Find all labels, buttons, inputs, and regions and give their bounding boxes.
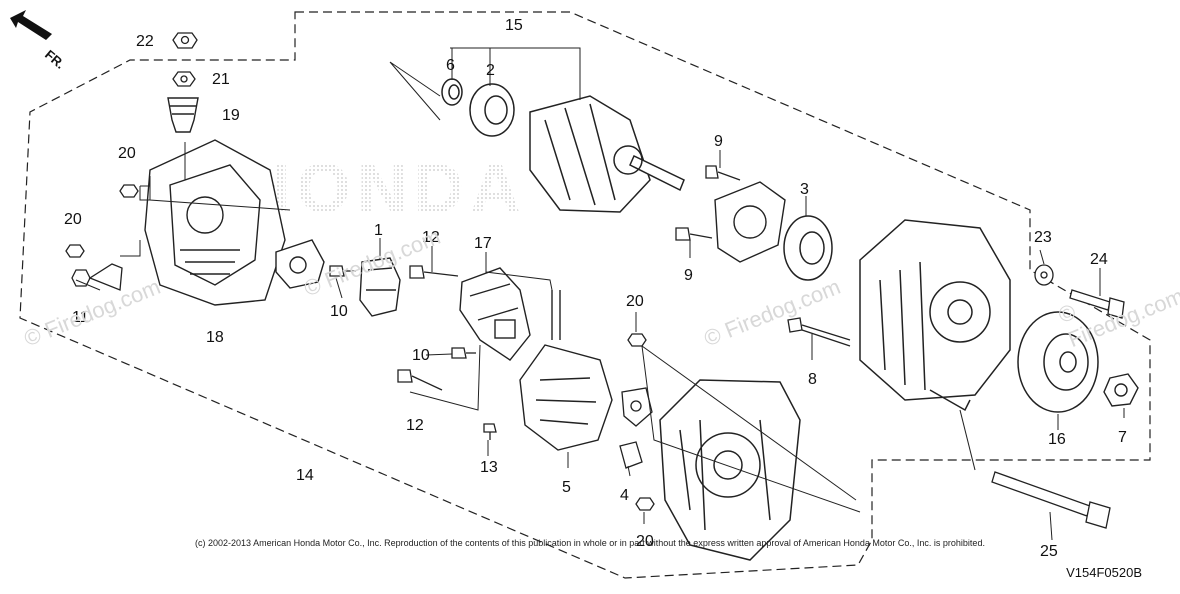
callout-11: 11 — [72, 309, 89, 326]
callout-12a: 12 — [422, 229, 440, 246]
callout-12b: 12 — [406, 417, 424, 434]
part-20-nut-a — [119, 184, 139, 198]
part-terminal-plate — [621, 387, 653, 427]
callout-2: 2 — [486, 62, 495, 79]
part-22-nut — [172, 32, 198, 49]
callout-4: 4 — [620, 487, 629, 504]
part-12-bolt-a — [409, 265, 459, 279]
part-drive-end-housing — [659, 379, 801, 561]
callout-22: 22 — [136, 33, 154, 50]
part-6-washer — [441, 78, 463, 106]
callout-21: 21 — [212, 71, 230, 88]
brand-background: HONDA — [240, 149, 527, 227]
part-terminal-insulator — [275, 239, 325, 289]
part-15-rotor — [529, 95, 685, 213]
callout-7: 7 — [1118, 429, 1127, 446]
part-20-nut-d — [635, 497, 655, 511]
callout-18: 18 — [206, 329, 224, 346]
part-4-insulator — [619, 441, 643, 469]
callout-16: 16 — [1048, 431, 1066, 448]
callout-23: 23 — [1034, 229, 1052, 246]
part-17-regulator — [459, 267, 531, 361]
part-7-nut — [1103, 373, 1139, 407]
callouts: 1 2 3 4 5 6 7 8 9 9 10 10 11 12 12 13 14… — [64, 17, 1127, 560]
part-9-bolt-b — [675, 227, 713, 241]
callout-9a: 9 — [714, 133, 723, 150]
part-19-terminal-cap — [167, 97, 199, 133]
part-13-screw — [483, 423, 497, 440]
callout-15: 15 — [505, 17, 523, 34]
part-3-bearing — [783, 215, 833, 281]
part-18-rear-cover — [144, 139, 286, 306]
copyright-notice: (c) 2002-2013 American Honda Motor Co., … — [195, 538, 985, 548]
callout-25: 25 — [1040, 543, 1058, 560]
part-24-bolt — [1069, 289, 1125, 319]
part-20-nut-c — [627, 333, 647, 347]
assembly-boundary — [19, 11, 1151, 579]
part-10-bolt-b — [451, 347, 476, 359]
callout-19: 19 — [222, 107, 240, 124]
callout-20b: 20 — [64, 211, 82, 228]
callout-1: 1 — [374, 222, 383, 239]
callout-9b: 9 — [684, 267, 693, 284]
part-12-bolt-b — [397, 369, 443, 391]
part-2-bearing — [469, 83, 515, 137]
leader-lines — [75, 47, 1125, 541]
callout-10b: 10 — [412, 347, 430, 364]
callout-13: 13 — [480, 459, 498, 476]
part-1-brush-holder — [359, 257, 401, 317]
brand-background-text: HONDA — [240, 149, 527, 227]
callout-24: 24 — [1090, 251, 1108, 268]
fr-label: FR. — [42, 47, 68, 72]
callout-20c: 20 — [626, 293, 644, 310]
callout-10a: 10 — [330, 303, 348, 320]
callout-3: 3 — [800, 181, 809, 198]
callout-20a: 20 — [118, 145, 136, 162]
callout-5: 5 — [562, 479, 571, 496]
part-9-bolt-a — [705, 165, 741, 181]
part-25-through-bolt — [991, 471, 1111, 529]
diagram-code: V154F0520B — [1066, 565, 1142, 580]
part-11-bracket — [71, 263, 123, 291]
part-5-rectifier — [519, 290, 613, 451]
front-arrow: FR. — [10, 10, 68, 72]
part-20-nut-b — [65, 244, 85, 258]
arrow-icon — [10, 10, 52, 40]
callout-17: 17 — [474, 235, 492, 252]
part-bearing-retainer — [714, 181, 786, 263]
part-23-washer — [1034, 264, 1054, 286]
part-8-bolt — [787, 317, 851, 347]
callout-6: 6 — [446, 57, 455, 74]
part-21-nut — [172, 71, 196, 87]
callout-8: 8 — [808, 371, 817, 388]
callout-14: 14 — [296, 467, 314, 484]
part-10-bolt-a — [329, 265, 356, 277]
part-16-pulley — [1017, 311, 1099, 413]
callout-20d: 20 — [636, 533, 654, 550]
part-stator-housing — [859, 219, 1011, 412]
